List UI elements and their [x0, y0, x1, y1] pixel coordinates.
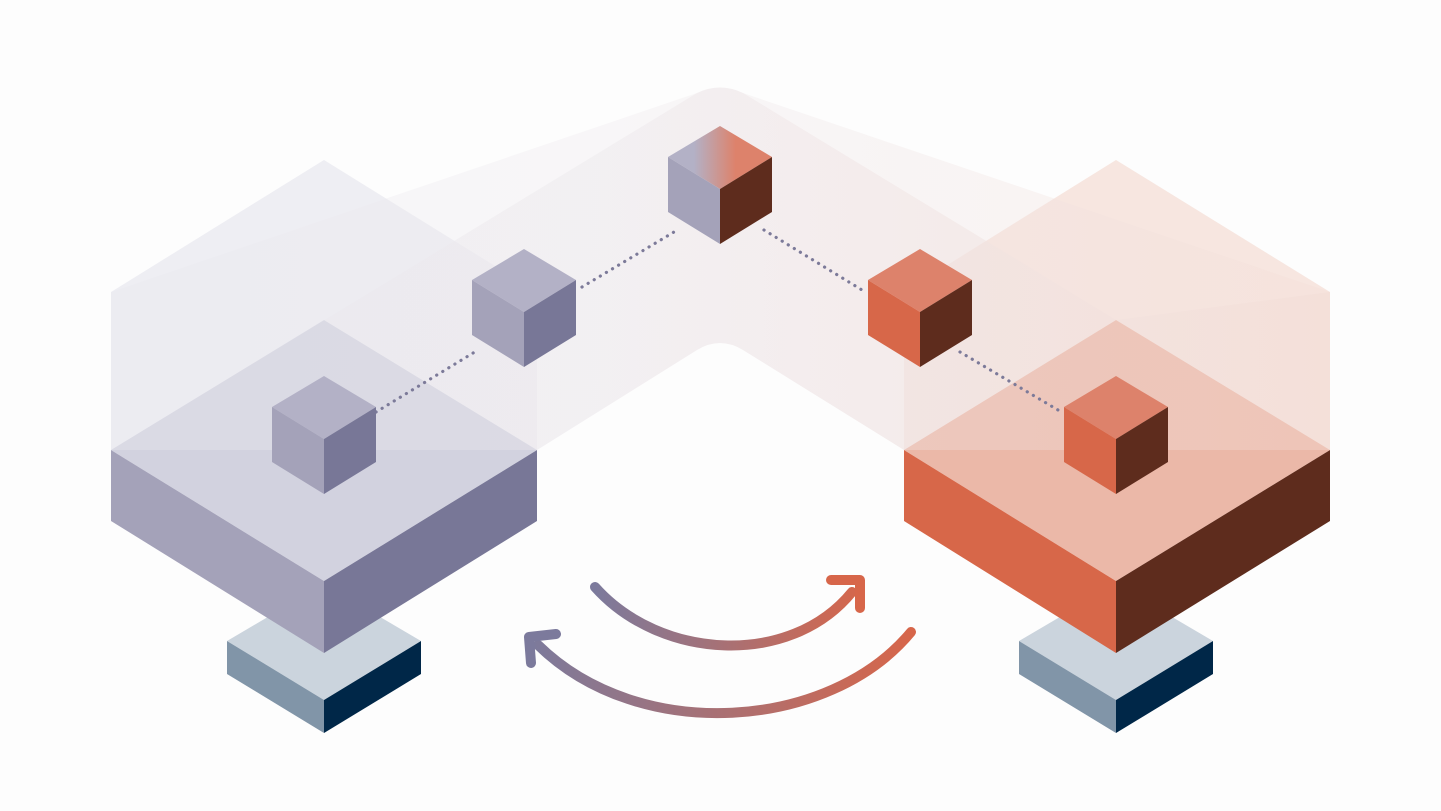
mid-right-cube — [868, 249, 972, 367]
connection-links — [374, 228, 1060, 414]
left-platform-cube — [272, 376, 376, 494]
link-left-to-midleft — [374, 348, 480, 414]
arrow-to-right — [590, 575, 865, 651]
right-platform-cube — [1064, 376, 1168, 494]
mid-left-cube — [472, 249, 576, 367]
link-top-to-midright — [762, 228, 864, 292]
bridge-band-outline — [111, 87, 1330, 450]
top-bridge-cube — [668, 126, 772, 244]
link-midright-to-right — [958, 350, 1060, 412]
arrow-to-left — [524, 627, 916, 719]
